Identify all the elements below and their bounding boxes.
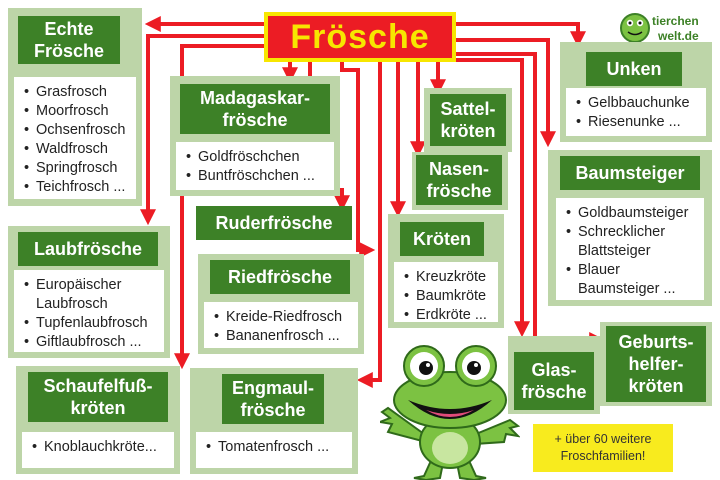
list-item: Moorfrosch [24,102,130,121]
tierchenwelt-logo: tierchen welt.de [620,13,699,43]
group-madagaskar-title: Madagaskar-frösche [180,84,330,134]
logo-line2: welt.de [657,29,699,43]
list-item: Tupfenlaubfrosch [24,314,158,333]
arrow-schaufelfuss [174,44,265,370]
group-engmaul-title: Engmaul-frösche [222,374,324,424]
page-title: Frösche [264,12,456,62]
frog-mascot-illustration [380,345,520,480]
group-unken-list: Gelbbauchunke Riesenunke ... [566,88,706,136]
group-schaufelfuss-list: Knoblauchkröte... [22,432,174,468]
group-kroeten-title: Kröten [400,222,484,256]
list-item: Knoblauchkröte... [32,438,168,457]
list-item: Kreide-Riedfrosch [214,308,352,327]
group-laub-title: Laubfrösche [18,232,158,266]
arrow-baumsteiger [455,38,556,148]
list-item: Kreuzkröte [404,268,492,287]
list-item: Tomatenfrosch ... [206,438,346,457]
list-item: Teichfrosch ... [24,178,130,197]
group-kroeten-list: Kreuzkröte Baumkröte Erdkröte ... [394,262,498,325]
list-item: Europäischer Laubfrosch [24,276,158,314]
list-item: Blauer Baumsteiger ... [566,261,698,299]
arrow-glas [445,58,530,338]
list-item: Baumkröte [404,287,492,306]
group-engmaul-list: Tomatenfrosch ... [196,432,352,468]
arrow-engmaul [356,62,382,388]
list-item: Buntfröschchen ... [186,167,328,186]
list-item: Riesenunke ... [576,113,700,132]
group-laub-list: Europäischer Laubfrosch Tupfenlaubfrosch… [14,270,164,352]
list-item: Waldfrosch [24,140,130,159]
list-item: Ochsenfrosch [24,121,130,140]
more-families-note: + über 60 weitere Froschfamilien! [533,424,673,472]
group-ried-title: Riedfrösche [210,260,350,294]
list-item: Goldfröschchen [186,148,328,167]
globe-icon [620,13,650,43]
group-unken-title: Unken [586,52,682,86]
group-madagaskar-list: Goldfröschchen Buntfröschchen ... [176,142,334,190]
arrow-laub [140,34,265,226]
list-item: Gelbbauchunke [576,94,700,113]
list-item: Giftlaubfrosch ... [24,333,158,352]
list-item: Goldbaumsteiger [566,204,698,223]
list-item: Springfrosch [24,159,130,178]
group-baumsteiger-title: Baumsteiger [560,156,700,190]
list-item: Schrecklicher Blattsteiger [566,223,698,261]
logo-line1: tierchen [652,14,699,28]
group-baumsteiger-list: Goldbaumsteiger Schrecklicher Blattsteig… [556,198,704,300]
group-sattel-title: Sattel-kröten [430,94,506,146]
list-item: Bananenfrosch ... [214,327,352,346]
group-ruder-title: Ruderfrösche [196,206,352,240]
arrow-ried [340,62,376,258]
group-ried-list: Kreide-Riedfrosch Bananenfrosch ... [204,302,358,348]
group-echte-list: Grasfrosch Moorfrosch Ochsenfrosch Waldf… [14,77,136,199]
list-item: Erdkröte ... [404,306,492,325]
group-schaufelfuss-title: Schaufelfuß-kröten [28,372,168,422]
group-echte-title: Echte Frösche [18,16,120,64]
arrow-unken [455,22,586,48]
group-nasen-title: Nasen-frösche [416,155,502,205]
group-glas-title: Glas-frösche [514,352,594,410]
group-geburtshelfer-title: Geburts-helfer-kröten [606,326,706,402]
list-item: Grasfrosch [24,83,130,102]
